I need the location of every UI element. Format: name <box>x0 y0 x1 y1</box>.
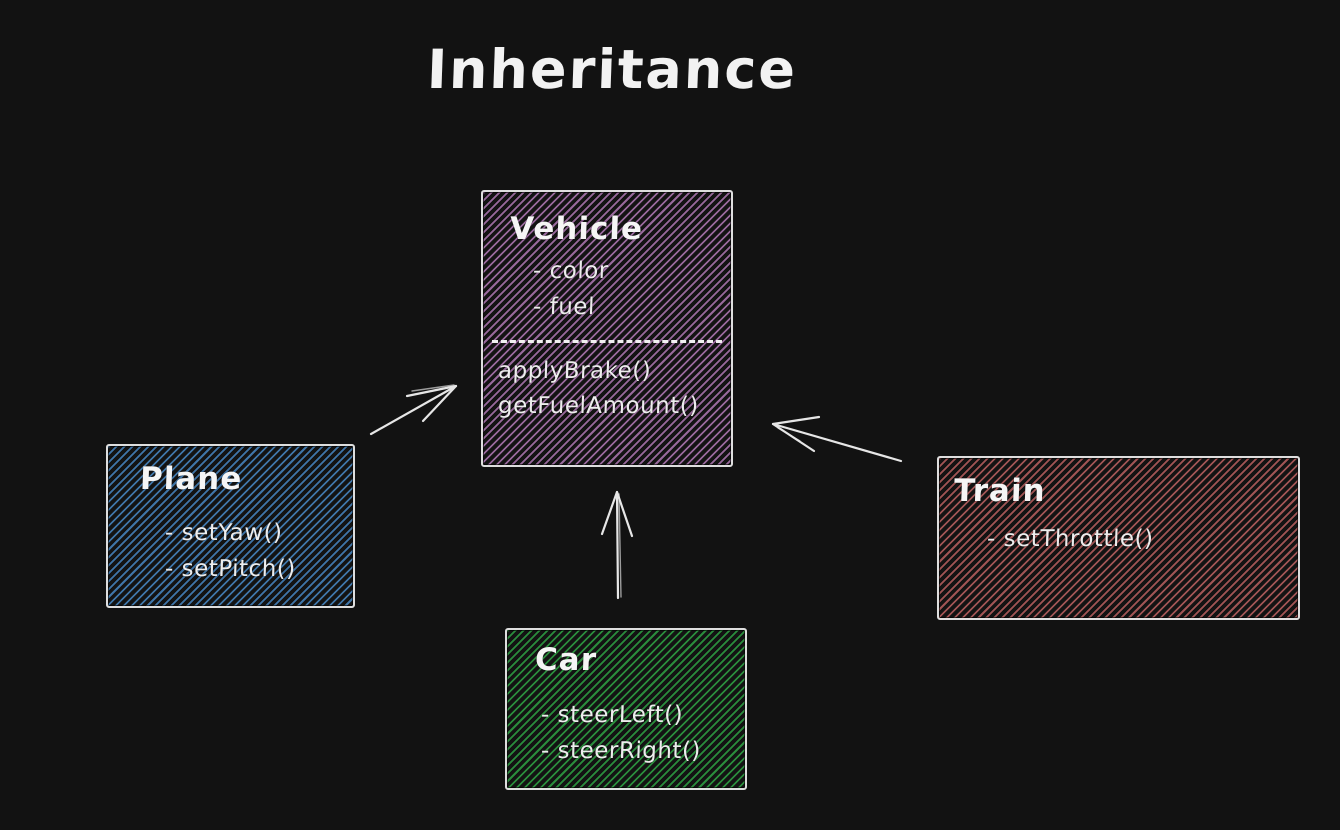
class-box-plane: Plane - setYaw() - setPitch() <box>106 444 355 608</box>
class-method: - setPitch() <box>164 555 297 582</box>
class-box-vehicle: Vehicle - color - fuel applyBrake() getF… <box>481 190 733 467</box>
separator-line <box>492 339 722 343</box>
class-method: - setThrottle() <box>986 526 1154 553</box>
class-name-plane: Plane <box>139 461 243 497</box>
class-method: applyBrake() <box>497 357 652 384</box>
class-method: - setYaw() <box>164 520 283 547</box>
class-box-train: Train - setThrottle() <box>937 456 1300 620</box>
inheritance-arrow-train-to-vehicle <box>771 415 903 463</box>
class-attribute: - fuel <box>532 293 596 320</box>
class-attribute: - color <box>532 258 610 285</box>
class-name-car: Car <box>534 642 598 678</box>
class-name-vehicle: Vehicle <box>509 211 644 247</box>
inheritance-arrow-plane-to-vehicle <box>369 384 458 436</box>
class-method: - steerRight() <box>540 737 702 764</box>
class-method: - steerLeft() <box>540 702 684 729</box>
class-box-car: Car - steerLeft() - steerRight() <box>505 628 747 790</box>
diagram-title: Inheritance <box>425 38 799 101</box>
class-name-train: Train <box>953 473 1047 509</box>
inheritance-arrow-car-to-vehicle <box>600 490 634 600</box>
class-method: getFuelAmount() <box>497 393 700 420</box>
